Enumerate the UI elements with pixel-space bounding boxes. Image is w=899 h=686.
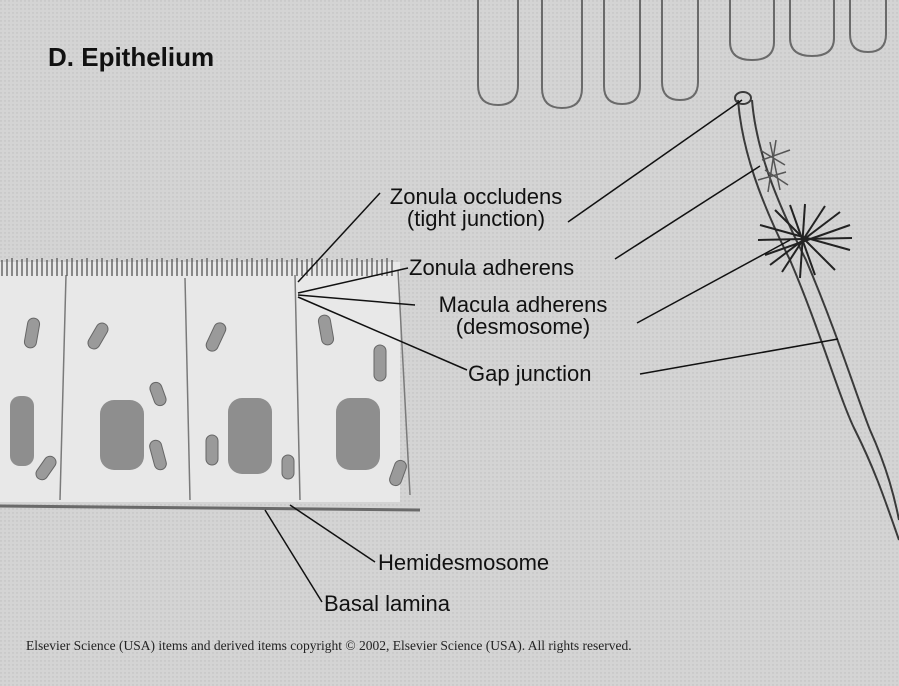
desmosome-text: (desmosome) [416,316,630,338]
cell-layer [0,258,420,510]
nucleus [100,400,144,470]
nucleus [336,398,380,470]
figure-title: D. Epithelium [48,42,214,73]
zonula-adherens-label: Zonula adherens [409,257,574,279]
nucleus [228,398,272,474]
basal-lamina-label: Basal lamina [324,593,450,615]
macula-adherens-text: Macula adherens [416,294,630,316]
tight-junction-text: (tight junction) [376,208,576,230]
copyright-notice: Elsevier Science (USA) items and derived… [26,638,632,654]
zonula-occludens-text: Zonula occludens [376,186,576,208]
nucleus [10,396,34,466]
macula-adherens-label: Macula adherens (desmosome) [416,294,630,338]
zonula-occludens-label: Zonula occludens (tight junction) [376,186,576,230]
gap-junction-label: Gap junction [468,363,592,385]
hemidesmosome-label: Hemidesmosome [378,552,549,574]
